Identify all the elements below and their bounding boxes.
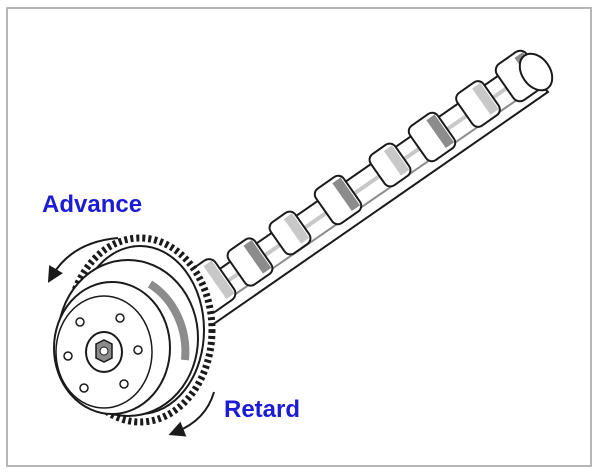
center-bolt (85, 331, 123, 373)
advance-label: Advance (42, 191, 143, 218)
retard-label: Retard (224, 396, 301, 423)
shaft-end-journal (518, 52, 554, 92)
cam-phaser-housing (53, 259, 199, 417)
cam-lobes (183, 49, 546, 314)
housing-bolt-holes (63, 313, 143, 393)
curved-arrow-clockwise-icon (168, 391, 215, 437)
curved-arrow-counterclockwise-icon (47, 237, 119, 283)
